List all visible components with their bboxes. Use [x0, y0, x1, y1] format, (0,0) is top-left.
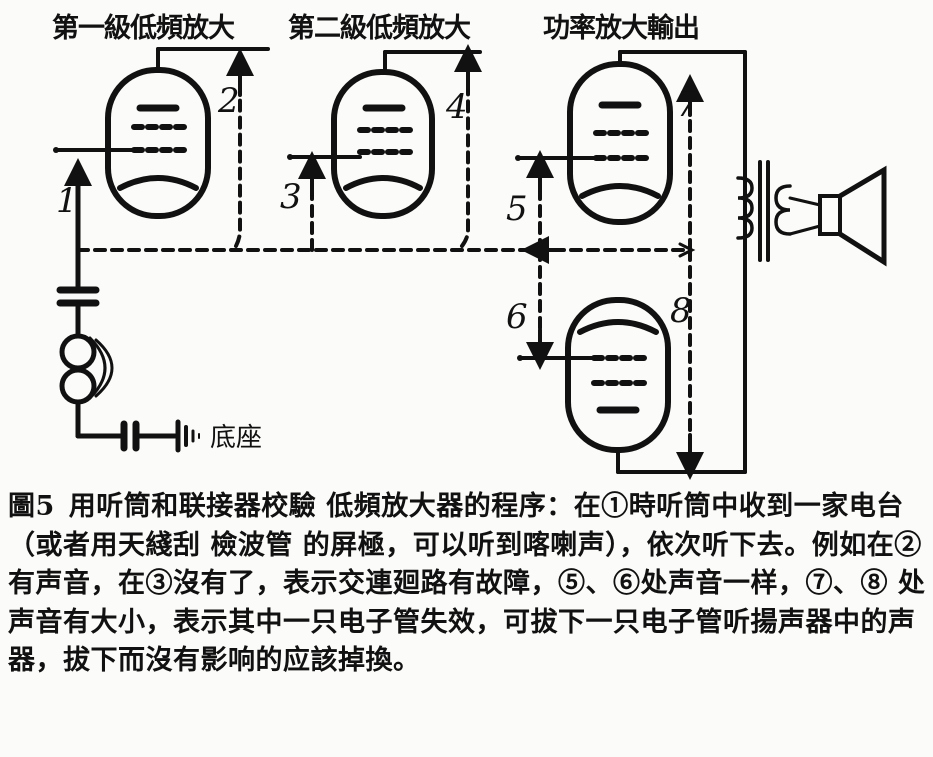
figure-number: 圖5 — [8, 491, 55, 522]
point-1-label: 1 — [56, 181, 78, 221]
point-4-label: 4 — [445, 87, 468, 127]
point-3-label: 3 — [280, 177, 302, 217]
arrows — [64, 44, 704, 480]
point-6-label: 6 — [506, 297, 528, 337]
point-5-label: 5 — [506, 189, 528, 229]
caption-text: 用听筒和联接器校驗 低頻放大器的程序：在①時听筒中收到一家电台（或者用天綫刮 檢… — [8, 491, 926, 677]
tube-4 — [518, 297, 747, 474]
base-label: 底座 — [210, 423, 262, 453]
point-8-label: 8 — [670, 291, 692, 331]
output-transformer — [736, 160, 792, 262]
tube-2 — [288, 50, 482, 219]
tube-1 — [56, 47, 270, 219]
point-7-label: 7 — [676, 85, 698, 125]
heading-output: 功率放大輸出 — [543, 13, 700, 44]
loudspeaker — [788, 165, 887, 267]
point-2-label: 2 — [217, 81, 240, 121]
circuit-diagram: 1 2 3 4 5 6 7 8 底座 — [53, 44, 887, 480]
heading-stage1: 第一級低頻放大 — [52, 13, 235, 44]
heading-stage2: 第二級低頻放大 — [288, 13, 471, 44]
tube-3 — [516, 50, 747, 474]
